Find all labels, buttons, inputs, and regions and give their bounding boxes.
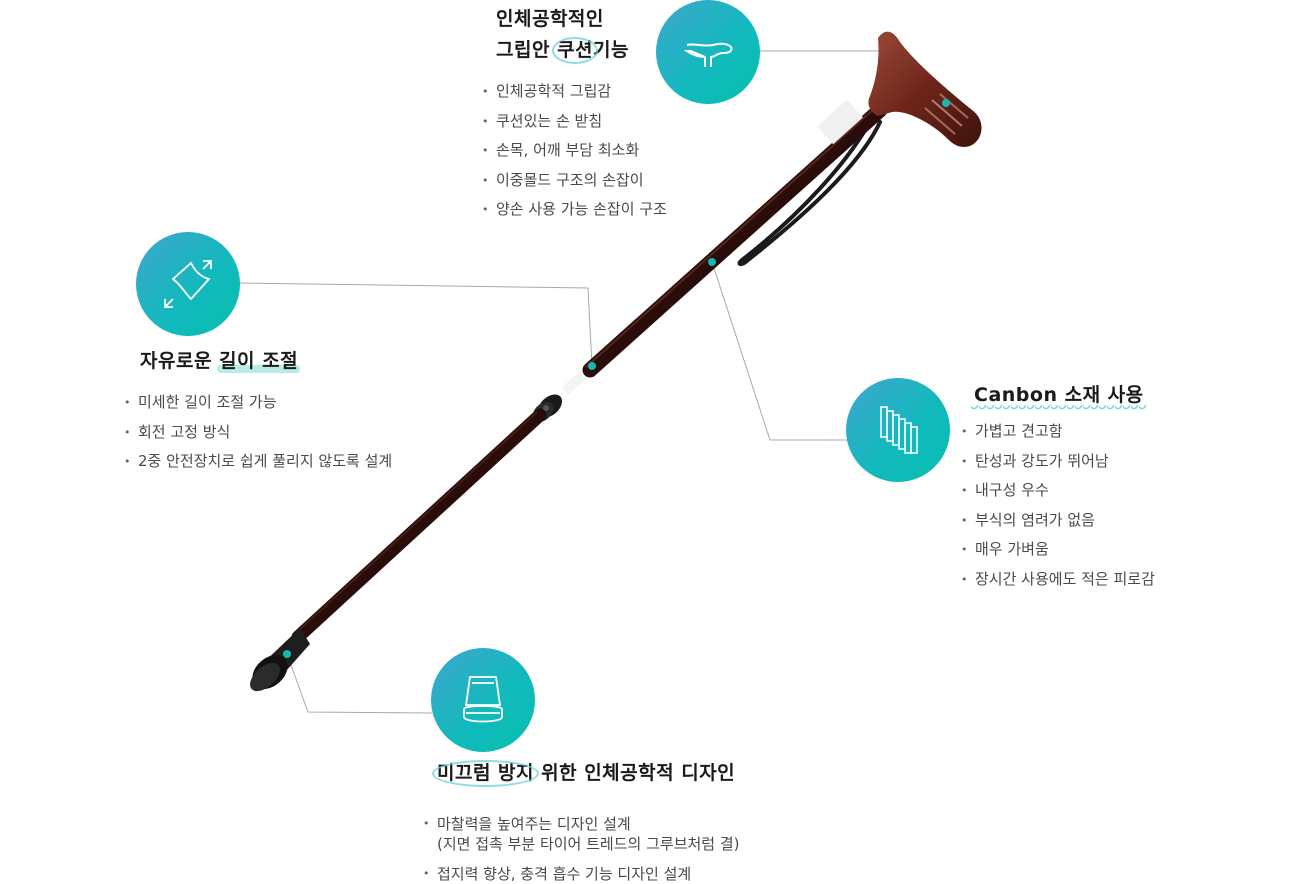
length-leader-line (237, 282, 593, 367)
grip-title-line2-post: 기능 (593, 39, 629, 61)
cane-label-band (817, 99, 863, 145)
length-bullet-list: 미세한 길이 조절 가능 회전 고정 방식 2중 안전장치로 쉽게 풀리지 않도… (124, 388, 392, 477)
adjust-length-icon (136, 232, 240, 336)
grip-bullet-list: 인체공학적 그립감 쿠션있는 손 받침 손목, 어깨 부담 최소화 이중몰드 구… (482, 77, 667, 225)
grip-title-line1: 인체공학적인 (496, 8, 604, 30)
tip-title-post: 위한 인체공학적 디자인 (534, 762, 736, 784)
carbon-marker-dot (708, 258, 716, 266)
carbon-fiber-icon (846, 378, 950, 482)
wrist-strap (737, 116, 882, 267)
grip-title-line2-pre: 그립안 (496, 39, 558, 61)
grip-marker-dot (942, 99, 950, 107)
grip-title-highlight: 쿠션 (552, 35, 598, 66)
cushion-grip-icon (656, 0, 760, 104)
cane-upper-shaft (582, 102, 888, 378)
tip-leader-line (286, 653, 433, 714)
cane-handle (868, 31, 982, 147)
tip-bullet1-line2: (지면 접촉 부분 타이어 트레드의 그루브처럼 결) (437, 835, 740, 853)
list-item: 접지력 향상, 충격 흡수 기능 디자인 설계 (423, 864, 740, 884)
carbon-leader-line (711, 261, 848, 441)
list-item: 장시간 사용에도 적은 피로감 (961, 565, 1155, 595)
length-title-highlight: 길이 조절 (217, 346, 301, 377)
list-item: 이중몰드 구조의 손잡이 (482, 166, 667, 196)
grip-title: 인체공학적인 그립안 쿠션기능 (496, 4, 629, 66)
list-item: 회전 고정 방식 (124, 418, 392, 448)
rubber-tip-icon (431, 648, 535, 752)
list-item: 매우 가벼움 (961, 535, 1155, 565)
tip-marker-dot (283, 650, 291, 658)
list-item: 탄성과 강도가 뛰어남 (961, 447, 1155, 477)
list-item: 2중 안전장치로 쉽게 풀리지 않도록 설계 (124, 447, 392, 477)
carbon-title: Canbon 소재 사용 (971, 380, 1147, 411)
length-title: 자유로운 길이 조절 (140, 346, 301, 377)
cane-lower-shaft (291, 408, 547, 644)
tip-bullet-list: 마찰력을 높여주는 디자인 설계 (지면 접촉 부분 타이어 트레드의 그루브처… (423, 814, 740, 884)
carbon-bullet-list: 가볍고 견고함 탄성과 강도가 뛰어남 내구성 우수 부식의 염려가 없음 매우… (961, 417, 1155, 595)
list-item: 부식의 염려가 없음 (961, 506, 1155, 536)
list-item: 인체공학적 그립감 (482, 77, 667, 107)
list-item: 손목, 어깨 부담 최소화 (482, 136, 667, 166)
list-item: 가볍고 견고함 (961, 417, 1155, 447)
tip-title-highlight: 미끄럼 방지 (431, 758, 540, 789)
list-item: 내구성 우수 (961, 476, 1155, 506)
length-marker-dot (588, 362, 596, 370)
tip-bullet1-line1: 마찰력을 높여주는 디자인 설계 (437, 815, 631, 833)
list-item: 양손 사용 가능 손잡이 구조 (482, 195, 667, 225)
cane-collar (561, 371, 587, 395)
list-item: 쿠션있는 손 받침 (482, 107, 667, 137)
rubber-tip (250, 628, 310, 692)
list-item: 미세한 길이 조절 가능 (124, 388, 392, 418)
carbon-title-text: Canbon 소재 사용 (971, 380, 1147, 411)
list-item: 마찰력을 높여주는 디자인 설계 (지면 접촉 부분 타이어 트레드의 그루브처… (423, 814, 740, 854)
length-title-pre: 자유로운 (140, 350, 220, 372)
tip-title: 미끄럼 방지 위한 인체공학적 디자인 (431, 758, 736, 789)
